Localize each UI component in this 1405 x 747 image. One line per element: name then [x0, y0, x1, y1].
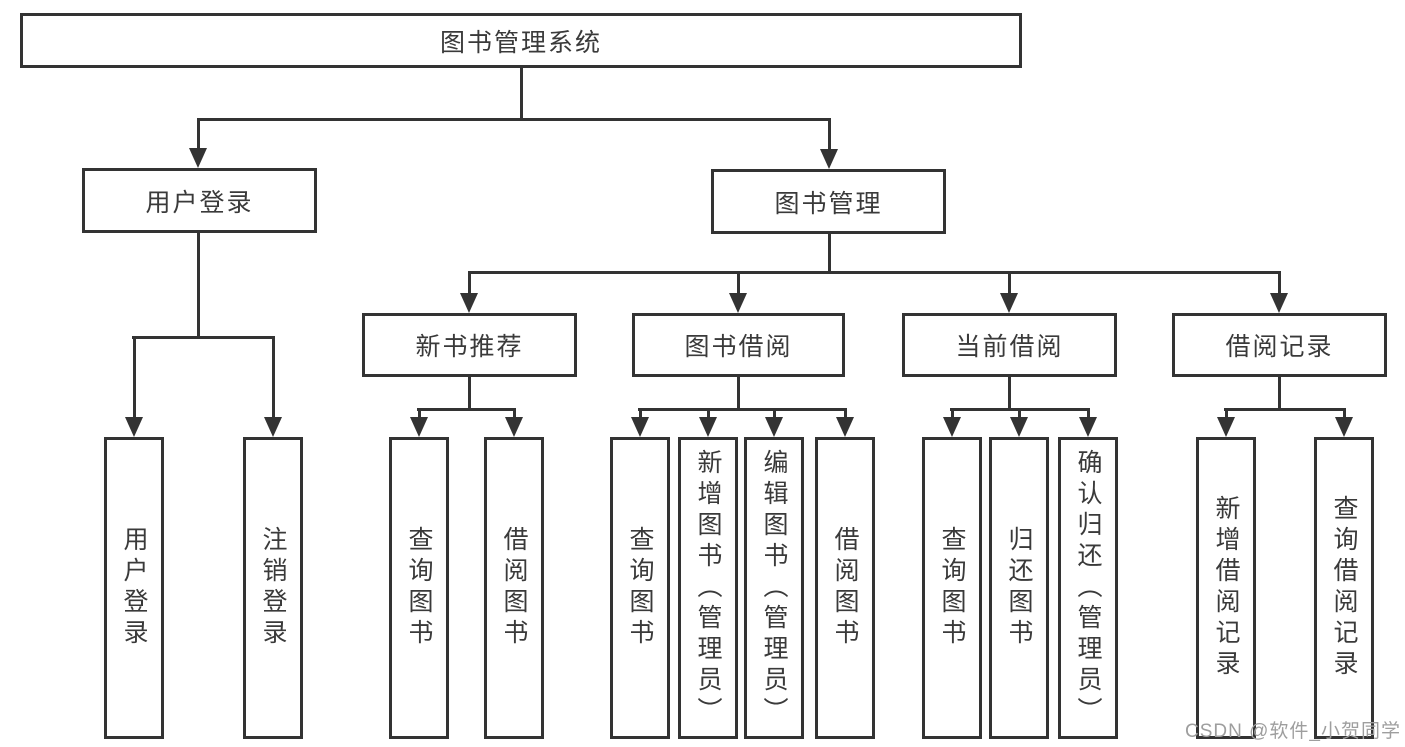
leaf-query-books-current-label: 查询图书: [938, 526, 966, 650]
leaf-user-login: 用户登录: [104, 437, 164, 739]
connector-line: [1224, 408, 1346, 411]
connector-line: [468, 271, 1281, 274]
leaf-edit-books-admin: 编辑图书（管理员）: [744, 437, 804, 739]
leaf-logout-label: 注销登录: [259, 526, 287, 650]
node-new-book-recommend: 新书推荐: [362, 313, 577, 377]
connector-line: [639, 408, 642, 417]
connector-line: [468, 271, 471, 293]
connector-line: [1008, 271, 1011, 293]
leaf-query-borrow-record-label: 查询借阅记录: [1330, 495, 1358, 681]
connector-line: [133, 336, 136, 417]
connector-line: [737, 271, 740, 293]
arrowhead-icon: [1335, 417, 1353, 437]
arrowhead-icon: [1079, 417, 1097, 437]
arrowhead-icon: [505, 417, 523, 437]
connector-line: [520, 68, 523, 118]
arrowhead-icon: [1000, 293, 1018, 313]
connector-line: [1278, 375, 1281, 410]
leaf-query-books-current: 查询图书: [922, 437, 982, 739]
leaf-query-books-recommend-label: 查询图书: [405, 526, 433, 650]
leaf-borrow-books: 借阅图书: [815, 437, 875, 739]
node-book-borrowing: 图书借阅: [632, 313, 845, 377]
connector-line: [1278, 271, 1281, 293]
connector-line: [844, 408, 847, 417]
connector-line: [1008, 375, 1011, 410]
node-user-login-label: 用户登录: [145, 188, 254, 217]
leaf-edit-books-admin-label: 编辑图书（管理员）: [760, 448, 788, 728]
connector-line: [828, 232, 831, 273]
leaf-user-login-label: 用户登录: [120, 526, 148, 650]
arrowhead-icon: [410, 417, 428, 437]
leaf-confirm-return-admin: 确认归还（管理员）: [1058, 437, 1118, 739]
node-library-system-label: 图书管理系统: [439, 28, 602, 57]
arrowhead-icon: [631, 417, 649, 437]
connector-line: [272, 336, 275, 417]
arrowhead-icon: [729, 293, 747, 313]
node-borrowing-records-label: 借阅记录: [1225, 333, 1334, 361]
arrowhead-icon: [125, 417, 143, 437]
arrowhead-icon: [1217, 417, 1235, 437]
connector-line: [418, 408, 421, 417]
csdn-watermark: CSDN @软件_小贺同学: [1185, 721, 1401, 742]
leaf-borrow-books-recommend: 借阅图书: [484, 437, 544, 739]
connector-line: [737, 375, 740, 410]
connector-line: [513, 408, 516, 417]
leaf-query-books-borrowing-label: 查询图书: [626, 526, 654, 650]
connector-line: [1343, 408, 1346, 417]
connector-line: [707, 408, 710, 417]
leaf-query-borrow-record: 查询借阅记录: [1314, 437, 1374, 739]
leaf-confirm-return-admin-label: 确认归还（管理员）: [1074, 448, 1102, 728]
arrowhead-icon: [943, 417, 961, 437]
leaf-return-books-label: 归还图书: [1005, 526, 1033, 650]
node-book-borrowing-label: 图书借阅: [684, 333, 793, 361]
arrowhead-icon: [699, 417, 717, 437]
node-library-system: 图书管理系统: [20, 13, 1022, 68]
leaf-query-books-recommend: 查询图书: [389, 437, 449, 739]
arrowhead-icon: [836, 417, 854, 437]
connector-line: [417, 408, 516, 411]
leaf-add-books-admin-label: 新增图书（管理员）: [694, 448, 722, 728]
node-borrowing-records: 借阅记录: [1172, 313, 1387, 377]
leaf-add-books-admin: 新增图书（管理员）: [678, 437, 738, 739]
leaf-query-books-borrowing: 查询图书: [610, 437, 670, 739]
node-new-book-recommend-label: 新书推荐: [415, 333, 524, 361]
leaf-logout: 注销登录: [243, 437, 303, 739]
connector-line: [468, 375, 471, 410]
connector-line: [828, 118, 831, 149]
arrowhead-icon: [1270, 293, 1288, 313]
leaf-return-books: 归还图书: [989, 437, 1049, 739]
connector-line: [197, 118, 831, 121]
leaf-borrow-books-recommend-label: 借阅图书: [500, 526, 528, 650]
arrowhead-icon: [1010, 417, 1028, 437]
node-user-login: 用户登录: [82, 168, 317, 233]
connector-line: [197, 118, 200, 148]
node-current-borrowing-label: 当前借阅: [955, 333, 1064, 361]
node-book-management: 图书管理: [711, 169, 946, 234]
leaf-add-borrow-record-label: 新增借阅记录: [1212, 495, 1240, 681]
arrowhead-icon: [189, 148, 207, 168]
connector-line: [132, 336, 275, 339]
connector-line: [951, 408, 954, 417]
node-book-management-label: 图书管理: [774, 189, 883, 218]
leaf-borrow-books-label: 借阅图书: [831, 526, 859, 650]
connector-line: [1225, 408, 1228, 417]
arrowhead-icon: [264, 417, 282, 437]
arrowhead-icon: [460, 293, 478, 313]
connector-line: [1018, 408, 1021, 417]
connector-line: [773, 408, 776, 417]
arrowhead-icon: [820, 149, 838, 169]
connector-line: [197, 232, 200, 338]
connector-line: [638, 408, 847, 411]
node-current-borrowing: 当前借阅: [902, 313, 1117, 377]
leaf-add-borrow-record: 新增借阅记录: [1196, 437, 1256, 739]
arrowhead-icon: [765, 417, 783, 437]
connector-line: [1087, 408, 1090, 417]
